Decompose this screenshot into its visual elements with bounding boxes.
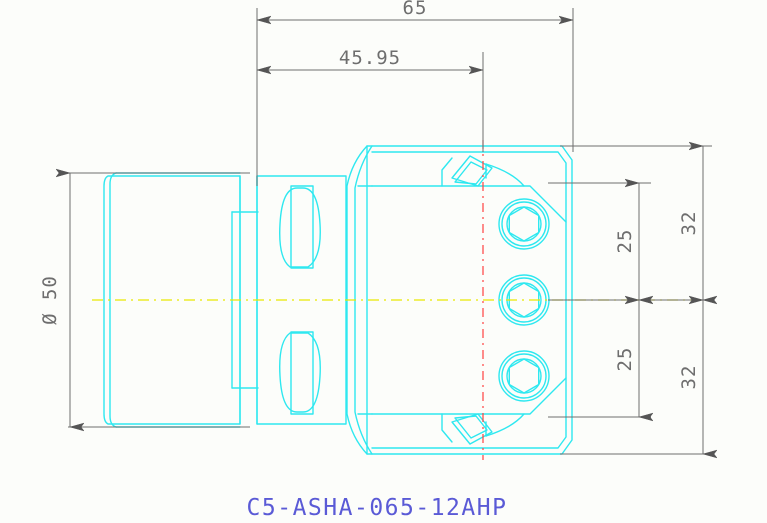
hex-socket-screw-lower	[498, 350, 550, 402]
flange-slot-lower	[279, 331, 321, 415]
dim-label-shoulder-length: 45.95	[339, 47, 401, 69]
hex-socket-screw-upper	[498, 198, 550, 250]
dim-label-body-half-lower: 32	[678, 365, 700, 390]
insert-pocket-lower	[441, 413, 525, 445]
flange-slot-upper	[279, 185, 321, 269]
dim-label-hole-spacing-upper: 25	[614, 229, 636, 254]
insert-pocket-upper	[441, 155, 525, 187]
dimension-annotations	[68, 8, 712, 454]
dim-label-overall-length: 65	[403, 0, 428, 19]
drawing-title: C5-ASHA-065-12AHP	[247, 495, 508, 521]
dim-label-body-half-upper: 32	[678, 211, 700, 236]
dim-label-flange-diameter: Ø 50	[39, 275, 61, 325]
dim-label-hole-spacing-lower: 25	[614, 347, 636, 372]
